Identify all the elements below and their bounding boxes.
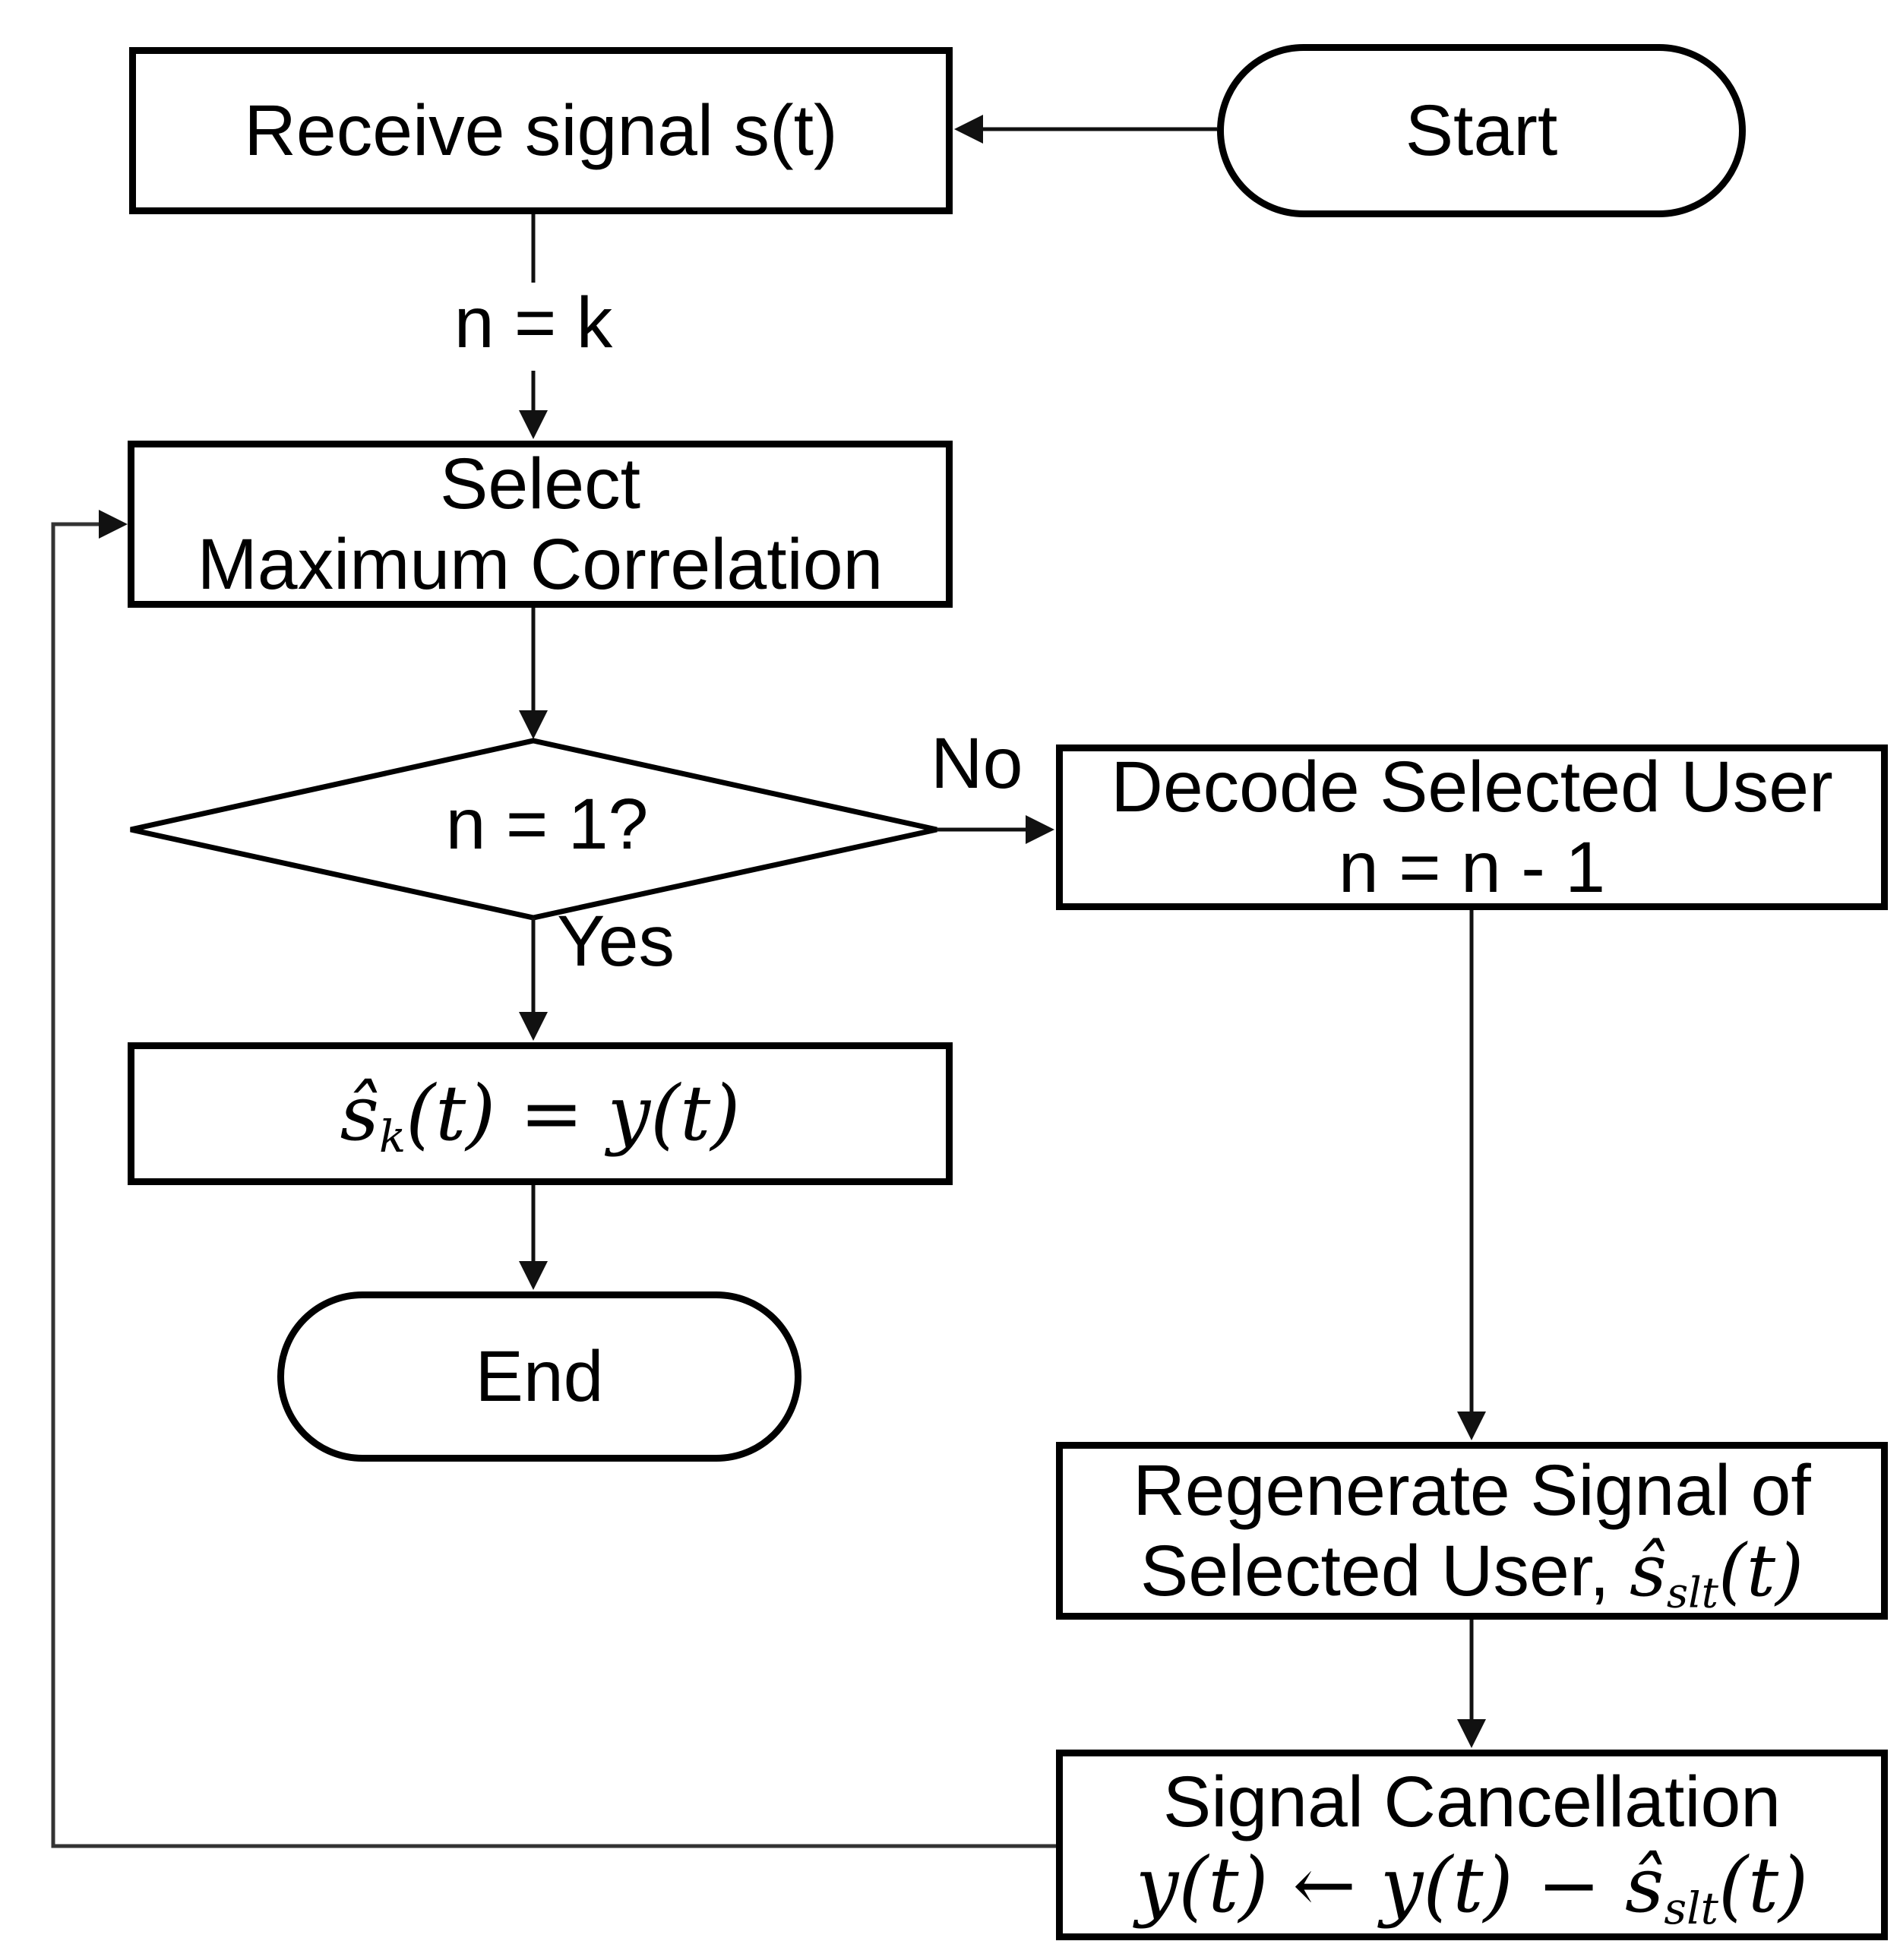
arrowhead-down-icon [1457,1719,1486,1748]
edge-select-to-decision [519,608,548,739]
regenerate-formula-args: (t) [1718,1529,1804,1613]
node-start-label: Start [1405,90,1558,171]
edge-label-no-text: No [931,723,1023,804]
node-decision-label: n = 1? [152,789,942,861]
decision-question-text: n = 1? [445,784,649,865]
regenerate-formula-subscript: slt [1666,1568,1718,1617]
edge-label-yes-text: Yes [557,901,675,982]
arrowhead-down-icon [519,410,548,439]
node-select-line1: Select [439,443,641,524]
edge-start-to-receive [954,115,1217,144]
edge-init-label-to-select [519,371,548,439]
cancel-formula-shat: ŝ [1624,1840,1664,1930]
node-decode-selected-user: Decode Selected User n = n - 1 [1056,744,1888,910]
cancel-formula-subscript: slt [1664,1882,1718,1934]
assign-formula-subscript: k [378,1111,406,1163]
edge-assign-to-end [519,1185,548,1290]
arrowhead-right-icon [99,510,128,539]
arrowhead-down-icon [519,1012,548,1041]
node-assign-output: ŝk(t) = y(t) [128,1042,953,1185]
node-receive-signal: Receive signal s(t) [129,47,953,214]
edge-label-no: No [931,728,1023,800]
cancel-formula-args: (t) [1718,1840,1809,1930]
cancel-formula-pre: y(t) ← y(t) − [1135,1840,1625,1930]
edge-label-init-text: n = k [454,283,613,363]
node-select-line2: Maximum Correlation [197,524,884,605]
node-select-maximum-correlation: Select Maximum Correlation [128,441,953,608]
edge-decode-to-regenerate [1457,910,1486,1440]
node-decode-line2: n = n - 1 [1338,827,1606,908]
arrowhead-down-icon [1457,1412,1486,1440]
node-signal-cancellation: Signal Cancellation y(t) ← y(t) − ŝslt(t… [1056,1750,1888,1940]
edge-regenerate-to-cancel [1457,1620,1486,1748]
edge-cancel-feedback-to-select [51,510,1056,1848]
node-regenerate-signal: Regenerate Signal of Selected User, ŝslt… [1056,1442,1888,1620]
node-regenerate-line2: Selected User, ŝslt(t) [1140,1529,1804,1614]
edge-label-yes: Yes [557,906,675,978]
node-decode-line1: Decode Selected User [1111,746,1833,827]
edge-decision-no-to-decode [937,815,1054,844]
node-cancel-line1: Signal Cancellation [1162,1762,1781,1843]
cancel-formula: y(t) ← y(t) − ŝslt(t) [1135,1840,1809,1930]
node-receive-signal-label: Receive signal s(t) [244,90,838,171]
arrowhead-down-icon [519,710,548,739]
assign-formula-shat: ŝ [340,1069,379,1158]
arrowhead-down-icon [519,1261,548,1290]
regenerate-formula-shat: ŝ [1630,1529,1667,1613]
assign-formula: ŝk(t) = y(t) [340,1069,741,1159]
regenerate-line2-text: Selected User, [1140,1531,1630,1611]
arrowhead-right-icon [1026,815,1054,844]
edge-decision-yes-to-assign [519,918,548,1041]
node-start: Start [1217,44,1746,217]
edge-label-init: n = k [343,287,723,359]
node-end: End [277,1291,801,1462]
assign-formula-rest: (t) = y(t) [406,1069,741,1158]
arrowhead-left-icon [954,115,983,144]
node-regenerate-line1: Regenerate Signal of [1133,1449,1811,1531]
node-end-label: End [475,1336,604,1417]
